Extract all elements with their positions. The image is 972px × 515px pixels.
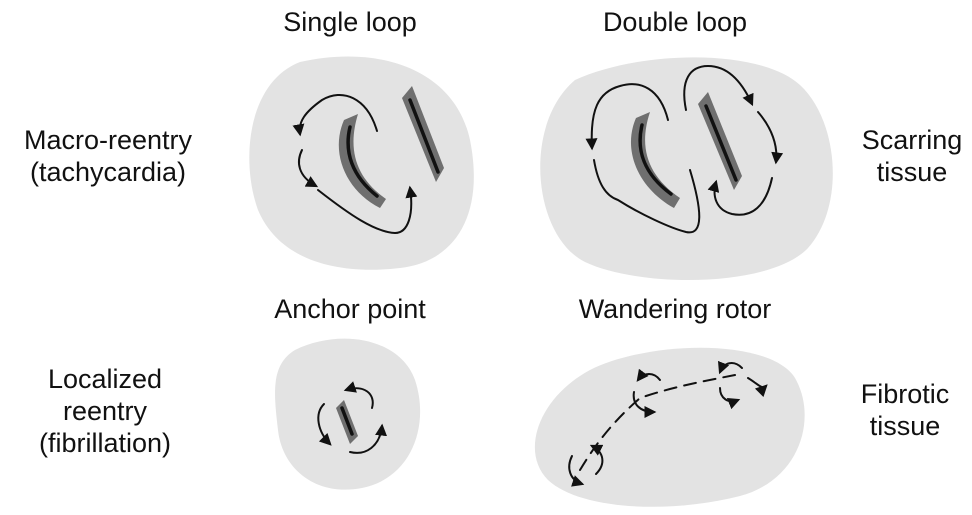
wandering-rotor-1-a <box>568 455 585 487</box>
double-loop-title: Double loop <box>602 7 748 37</box>
anchor-point-panel <box>275 338 421 490</box>
scarring-tissue-label-line-2: tissue <box>876 157 948 187</box>
fibrotic-tissue-label-line-2: tissue <box>869 411 941 441</box>
single-loop-reentry-path-return <box>317 185 418 235</box>
scarring-tissue-label-line-1: Scarring <box>861 125 963 155</box>
wandering-rotor-1-b <box>589 444 604 475</box>
anchor-point-rotor-left <box>317 403 332 446</box>
double-loop-scar-curved <box>630 112 680 208</box>
double-loop-core-curved <box>638 123 673 196</box>
macro-reentry-label: Macro-reentry (tachycardia) <box>8 124 208 188</box>
double-loop-right-side <box>757 111 784 165</box>
localized-reentry-label: Localized reentry (fibrillation) <box>20 363 190 459</box>
macro-reentry-label-line-1: Macro-reentry <box>23 125 193 155</box>
double-loop-left-lower <box>593 159 701 234</box>
anchor-point-rotor-bottom <box>349 423 388 454</box>
single-loop-core-straight <box>408 98 440 174</box>
wandering-rotor-2-a <box>636 368 661 382</box>
wandering-rotor-3-b <box>747 377 768 398</box>
wandering-rotor-panel <box>534 347 805 507</box>
wandering-rotor-3-a <box>718 360 743 375</box>
localized-reentry-label-line-3: (fibrillation) <box>38 428 172 458</box>
double-loop-panel <box>540 57 833 281</box>
single-loop-title: Single loop <box>283 7 417 37</box>
scarring-tissue-label: Scarring tissue <box>852 124 972 188</box>
single-loop-scar-curved <box>338 114 386 208</box>
localized-reentry-label-line-1: Localized <box>47 364 163 394</box>
double-loop-tissue <box>540 57 833 281</box>
double-loop-right-lower <box>707 177 773 216</box>
anchor-point-core <box>340 406 354 436</box>
anchor-point-rotor-top <box>343 381 374 409</box>
double-loop-core-straight <box>704 104 738 182</box>
wandering-rotor-3-c <box>719 387 741 410</box>
double-loop-left-upper <box>585 83 669 151</box>
wandering-rotor-2-b <box>632 391 657 418</box>
macro-reentry-label-line-2: (tachycardia) <box>29 157 187 187</box>
single-loop-panel <box>249 56 474 270</box>
single-loop-reentry-path-lower <box>298 149 319 188</box>
single-loop-core-curved <box>346 125 379 198</box>
double-loop-right-upper <box>683 64 754 111</box>
anchor-point-title: Anchor point <box>274 294 426 324</box>
wandering-rotor-title: Wandering rotor <box>578 294 772 324</box>
fibrotic-tissue-label-line-1: Fibrotic <box>860 379 950 409</box>
localized-reentry-label-line-2: reentry <box>62 396 148 426</box>
single-loop-reentry-path <box>292 93 378 137</box>
fibrotic-tissue-label: Fibrotic tissue <box>845 378 965 442</box>
wandering-rotor-tissue <box>534 347 805 507</box>
